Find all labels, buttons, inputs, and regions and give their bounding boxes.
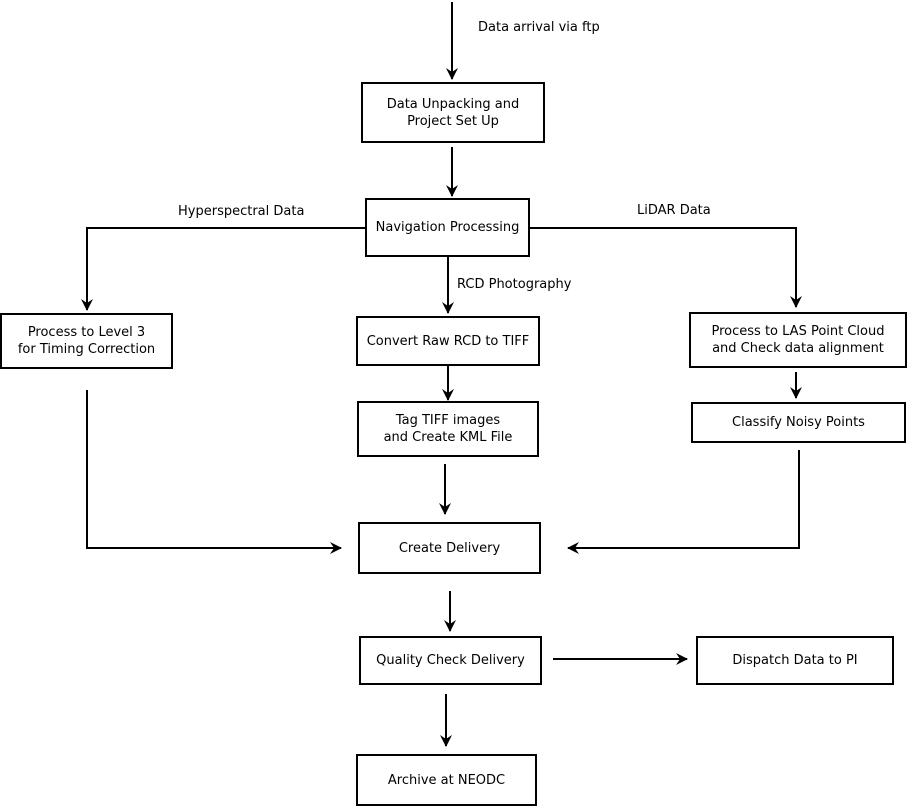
label-data-arrival: Data arrival via ftp xyxy=(478,20,600,35)
box-tag-tiff: Tag TIFF images and Create KML File xyxy=(357,401,539,457)
box-archive-neodc: Archive at NEODC xyxy=(356,754,537,806)
box-quality-check: Quality Check Delivery xyxy=(359,636,542,685)
box-dispatch-pi: Dispatch Data to PI xyxy=(696,636,894,685)
arrow-nav-to-level3 xyxy=(81,227,366,311)
label-lidar: LiDAR Data xyxy=(637,203,711,218)
box-convert-rcd: Convert Raw RCD to TIFF xyxy=(356,316,540,366)
arrow-noisy-to-delivery xyxy=(567,450,800,554)
box-process-level3: Process to Level 3 for Timing Correction xyxy=(0,313,173,369)
box-process-las: Process to LAS Point Cloud and Check dat… xyxy=(689,312,907,368)
box-navigation-processing: Navigation Processing xyxy=(365,198,530,257)
box-classify-noisy: Classify Noisy Points xyxy=(691,402,906,443)
label-rcd-photography: RCD Photography xyxy=(457,277,572,292)
label-hyperspectral: Hyperspectral Data xyxy=(178,204,305,219)
arrow-level3-to-delivery xyxy=(86,390,342,554)
box-data-unpacking: Data Unpacking and Project Set Up xyxy=(361,82,545,143)
arrow-nav-to-las xyxy=(528,227,802,308)
box-create-delivery: Create Delivery xyxy=(358,522,541,574)
